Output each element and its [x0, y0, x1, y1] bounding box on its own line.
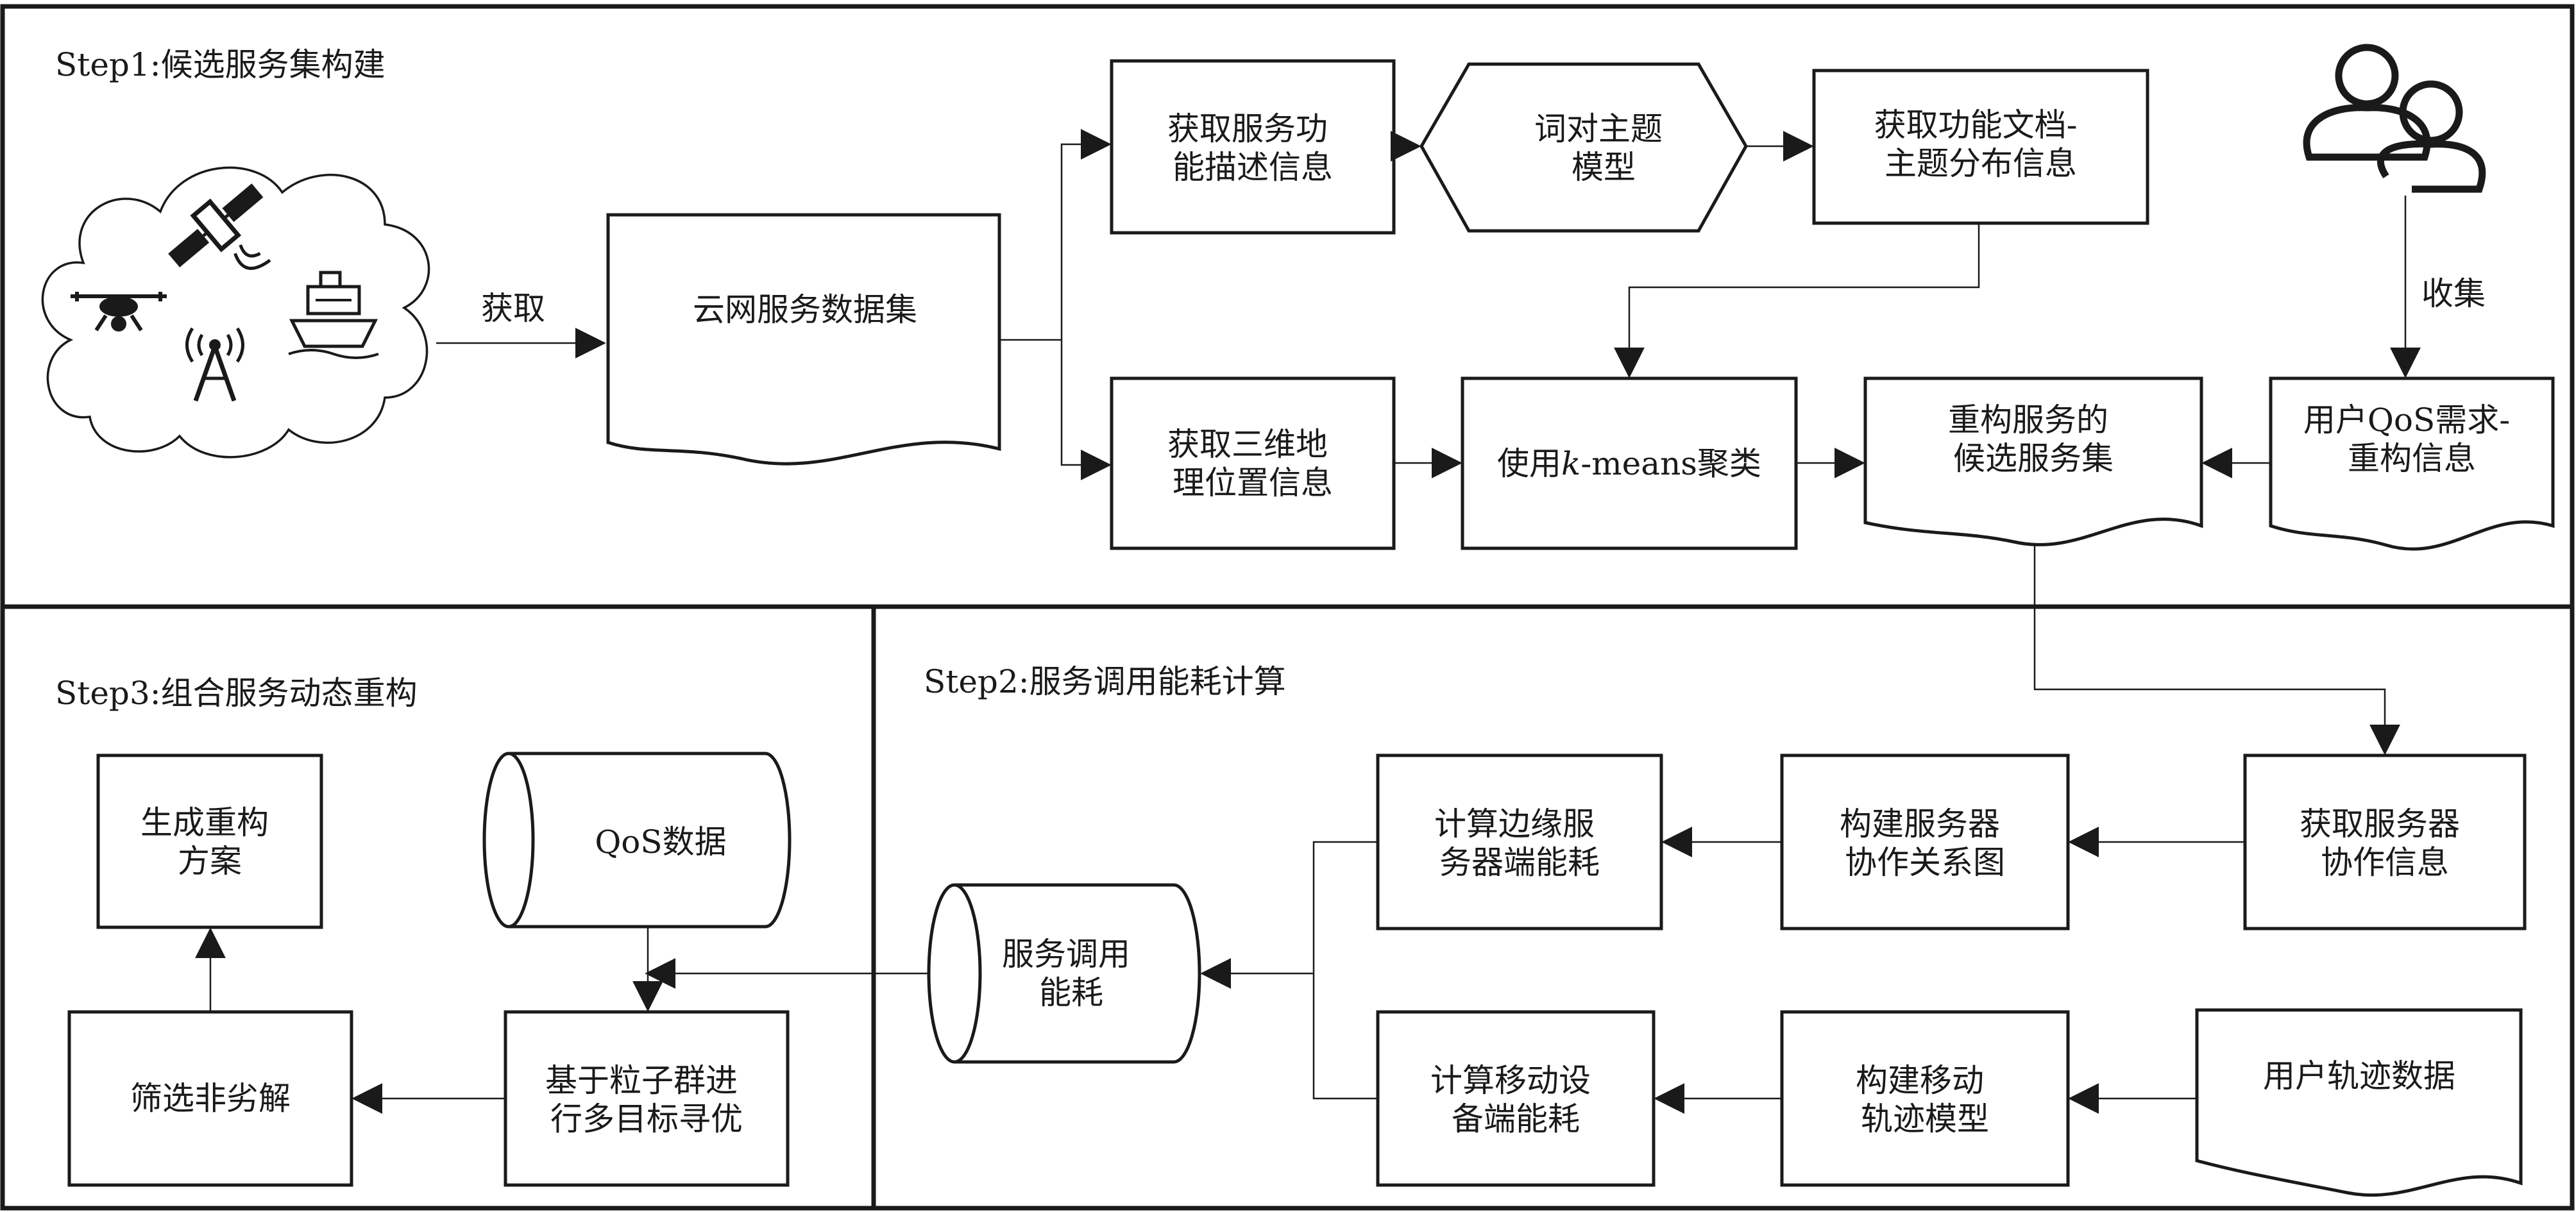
edge-energy-line-1: 计算边缘服	[1434, 805, 1595, 843]
doc-topic-label: 获取功能文档- 主题分布信息	[1874, 106, 2088, 182]
doc-topic-node	[1812, 69, 2149, 225]
plan-node	[96, 753, 323, 929]
non-inferior-label: 筛选非劣解	[130, 1080, 291, 1117]
candidate-set-line-2: 候选服务集	[1953, 440, 2114, 477]
user-trajectory-node	[2195, 1008, 2523, 1197]
edge-label-collect: 收集	[2421, 275, 2486, 312]
user-trajectory-label: 用户轨迹数据	[2263, 1057, 2455, 1095]
edge-energy-line-2: 务器端能耗	[1439, 844, 1600, 881]
geo-3d-node	[1110, 376, 1396, 550]
btm-line-2: 模型	[1572, 149, 1636, 186]
server-collab-label: 获取服务器 协作信息	[2300, 805, 2470, 881]
btm-node	[1419, 62, 1748, 233]
func-desc-label: 获取服务功 能描述信息	[1167, 110, 1338, 186]
panel-step2	[871, 604, 2575, 1211]
trajectory-model-node	[1780, 1010, 2070, 1187]
build-graph-line-2: 协作关系图	[1845, 844, 2005, 881]
pso-node	[504, 1010, 790, 1187]
satellite-icon	[168, 183, 271, 270]
trajectory-model-line-1: 构建移动	[1856, 1062, 1984, 1099]
func-desc-line-2: 能描述信息	[1173, 149, 1333, 186]
cloud-icon	[41, 166, 430, 459]
qos-data-node-arc	[508, 752, 535, 929]
plan-label: 生成重构 方案	[140, 804, 279, 880]
build-graph-label: 构建服务器 协作关系图	[1840, 805, 2010, 881]
kmeans-label: 使用k-means聚类	[1497, 445, 1761, 482]
edge-doc-to-kmeans	[1614, 223, 1980, 378]
mobile-energy-node	[1376, 1010, 1656, 1187]
edge-energy-label: 计算边缘服 务器端能耗	[1434, 805, 1605, 881]
cloud-dataset-node	[606, 213, 1001, 466]
call-energy-line-1: 服务调用	[1002, 936, 1130, 973]
kmeans-suffix: -means聚类	[1580, 445, 1761, 482]
qos-data-node	[482, 752, 792, 929]
candidate-set-label: 重构服务的 候选服务集	[1948, 401, 2119, 477]
geo-3d-line-1: 获取三维地	[1167, 426, 1328, 463]
mobile-energy-line-2: 备端能耗	[1452, 1100, 1580, 1138]
server-collab-line-1: 获取服务器	[2300, 805, 2460, 843]
doc-topic-line-1: 获取功能文档-	[1874, 106, 2078, 144]
server-collab-line-2: 协作信息	[2321, 844, 2449, 881]
user-qos-line-2: 重构信息	[2348, 440, 2476, 477]
users-icon	[2303, 44, 2486, 193]
step3-title: Step3:组合服务动态重构	[55, 675, 418, 712]
build-graph-node	[1780, 753, 2070, 930]
step2-title: Step2:服务调用能耗计算	[924, 663, 1286, 700]
user-qos-node	[2269, 376, 2555, 551]
ship-icon	[288, 271, 379, 359]
call-energy-line-2: 能耗	[1039, 974, 1103, 1011]
call-energy-label: 服务调用 能耗	[1002, 936, 1140, 1011]
signal-tower-icon	[185, 327, 244, 402]
btm-label: 词对主题 模型	[1534, 110, 1673, 186]
call-energy-node	[927, 883, 1201, 1064]
candidate-set-line-1: 重构服务的	[1948, 401, 2108, 439]
cloud-dataset-label: 云网服务数据集	[693, 291, 917, 328]
mobile-energy-line-1: 计算移动设	[1430, 1062, 1591, 1099]
kmeans-italic-k: k	[1561, 445, 1580, 482]
edge-energies-merge	[1312, 841, 1378, 1100]
pso-line-2: 行多目标寻优	[550, 1100, 743, 1138]
edge-label-acquire: 获取	[481, 290, 545, 327]
user-qos-label: 用户QoS需求- 重构信息	[2303, 401, 2520, 477]
edge-candidate-to-server	[2033, 545, 2400, 755]
drone-icon	[71, 292, 167, 332]
kmeans-node	[1461, 376, 1798, 550]
candidate-set-node	[1863, 376, 2203, 546]
pso-line-1: 基于粒子群进	[545, 1062, 738, 1099]
kmeans-prefix: 使用	[1497, 445, 1561, 482]
pso-label: 基于粒子群进 行多目标寻优	[545, 1062, 748, 1138]
btm-line-1: 词对主题	[1534, 110, 1663, 147]
trajectory-model-label: 构建移动 轨迹模型	[1856, 1062, 1994, 1138]
call-energy-node-arc	[954, 883, 982, 1064]
geo-3d-line-2: 理位置信息	[1173, 464, 1333, 501]
plan-line-2: 方案	[178, 843, 242, 880]
func-desc-line-1: 获取服务功	[1167, 110, 1328, 147]
non-inferior-node	[67, 1010, 353, 1187]
server-collab-node	[2243, 753, 2527, 930]
edge-dataset-to-geo	[1060, 340, 1112, 480]
plan-line-1: 生成重构	[140, 804, 269, 841]
build-graph-line-1: 构建服务器	[1840, 805, 2000, 843]
trajectory-model-line-2: 轨迹模型	[1861, 1100, 1989, 1138]
step1-title: Step1:候选服务集构建	[55, 46, 386, 83]
geo-3d-label: 获取三维地 理位置信息	[1167, 426, 1338, 501]
mobile-energy-label: 计算移动设 备端能耗	[1430, 1062, 1601, 1138]
user-qos-line-1: 用户QoS需求-	[2303, 401, 2510, 439]
edge-dataset-branch	[999, 129, 1112, 341]
qos-data-label: QoS数据	[595, 823, 726, 861]
doc-topic-line-2: 主题分布信息	[1885, 145, 2077, 182]
